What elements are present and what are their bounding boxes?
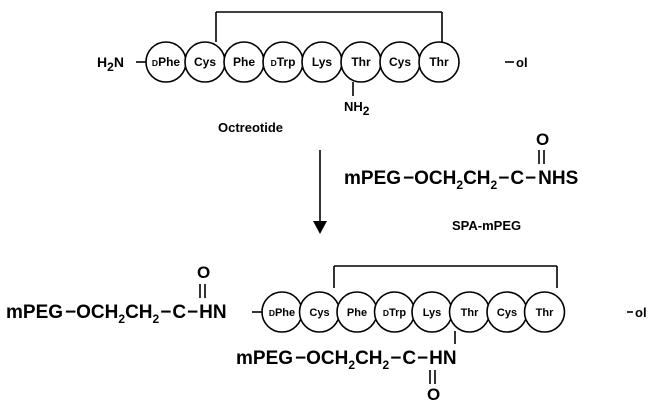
spa-mpeg-reagent: mPEG−OCH2CH2−C−NHS O SPA-mPEG (344, 130, 578, 233)
reaction-arrow (313, 150, 327, 234)
octreotide-residue-2-label: Cys (194, 55, 216, 69)
reagent-carbonyl-oxygen: O (536, 130, 549, 149)
n-terminus: H2N (97, 54, 124, 74)
product-lys-peg-chain: mPEG−OCH2CH2−C−HN (236, 348, 457, 372)
product-residue-7-label: Cys (497, 307, 517, 319)
octreotide-residue-8-label: Thr (429, 55, 449, 69)
octreotide-residue-7-label: Cys (389, 55, 411, 69)
product-residue-8-label: Thr (536, 307, 554, 319)
product-residue-6-label: Thr (461, 307, 479, 319)
product-lys-carbonyl-oxygen: O (427, 385, 440, 402)
product-left-peg-chain: mPEG−OCH2CH2−C−HN (6, 302, 227, 326)
octreotide-residue-8-thr (418, 41, 460, 83)
octreotide-residue-1-label: DPhe (152, 55, 180, 69)
product-residue-8-thr (523, 291, 566, 333)
product-c-terminus: ol (635, 305, 647, 320)
c-terminus: ol (516, 55, 528, 70)
octreotide-structure: H2N DPhe Cys Phe DTrp Lys Thr Cys Thr ol NH2 Oc… (97, 11, 528, 135)
product-residue-chain: DPhe Cys Phe DTrp Lys Thr Cys Thr (261, 291, 566, 333)
product-residue-2-label: Cys (309, 307, 329, 319)
reagent-formula: mPEG−OCH2CH2−C−NHS (344, 168, 578, 192)
pegylated-octreotide-product: mPEG−OCH2CH2−C−HN O DPhe Cys Phe DTrp Lys Thr… (6, 263, 647, 402)
reaction-arrow-head (313, 221, 327, 234)
lys-amine-group: NH2 (344, 99, 370, 118)
octreotide-residue-4-label: DTrp (271, 55, 296, 69)
octreotide-residue-6-label: Thr (351, 55, 371, 69)
octreotide-label: Octreotide (218, 120, 283, 135)
product-residue-3-label: Phe (347, 307, 367, 319)
spa-mpeg-label: SPA-mPEG (452, 218, 521, 233)
product-left-carbonyl-oxygen: O (197, 263, 210, 282)
octreotide-residue-chain: DPhe Cys Phe DTrp Lys Thr Cys Thr (145, 41, 460, 83)
octreotide-residue-5-label: Lys (312, 55, 333, 69)
octreotide-residue-3-label: Phe (233, 55, 255, 69)
product-residue-4-label: DTrp (383, 307, 407, 319)
product-residue-5-label: Lys (423, 307, 442, 319)
product-residue-1-label: DPhe (269, 307, 295, 319)
